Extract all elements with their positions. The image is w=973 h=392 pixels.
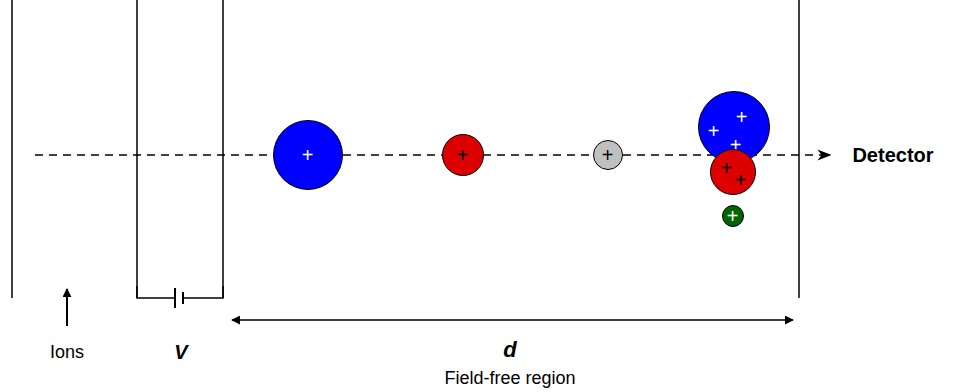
charge-sign: + bbox=[302, 145, 314, 165]
source-plate bbox=[11, 0, 13, 298]
charge-sign: + bbox=[736, 107, 748, 127]
ions-label: Ions bbox=[50, 342, 84, 363]
voltage-label: V bbox=[174, 341, 187, 364]
distance-arrow bbox=[232, 319, 793, 321]
ion-inlet-arrow bbox=[66, 289, 68, 326]
detector-plate bbox=[798, 0, 800, 298]
ion-circle: ++ bbox=[710, 149, 756, 195]
accelerating-grid bbox=[222, 0, 224, 298]
region-label: Field-free region bbox=[444, 368, 575, 389]
charge-sign: + bbox=[708, 121, 720, 141]
distance-label: d bbox=[503, 337, 516, 363]
battery-wire bbox=[137, 286, 223, 298]
charge-sign: + bbox=[602, 145, 614, 165]
charge-sign: + bbox=[735, 170, 747, 190]
charge-sign: + bbox=[457, 145, 469, 165]
detector-label: Detector bbox=[852, 144, 933, 167]
ion-circle: + bbox=[722, 205, 744, 227]
charge-sign: + bbox=[727, 206, 739, 226]
charge-sign: + bbox=[721, 158, 733, 178]
battery-plate bbox=[174, 288, 176, 308]
ion-circle: + bbox=[593, 140, 623, 170]
battery-plate bbox=[182, 292, 184, 304]
ion-circle: + bbox=[273, 120, 343, 190]
accelerating-grid bbox=[136, 0, 138, 298]
ion-circle: + bbox=[442, 134, 484, 176]
